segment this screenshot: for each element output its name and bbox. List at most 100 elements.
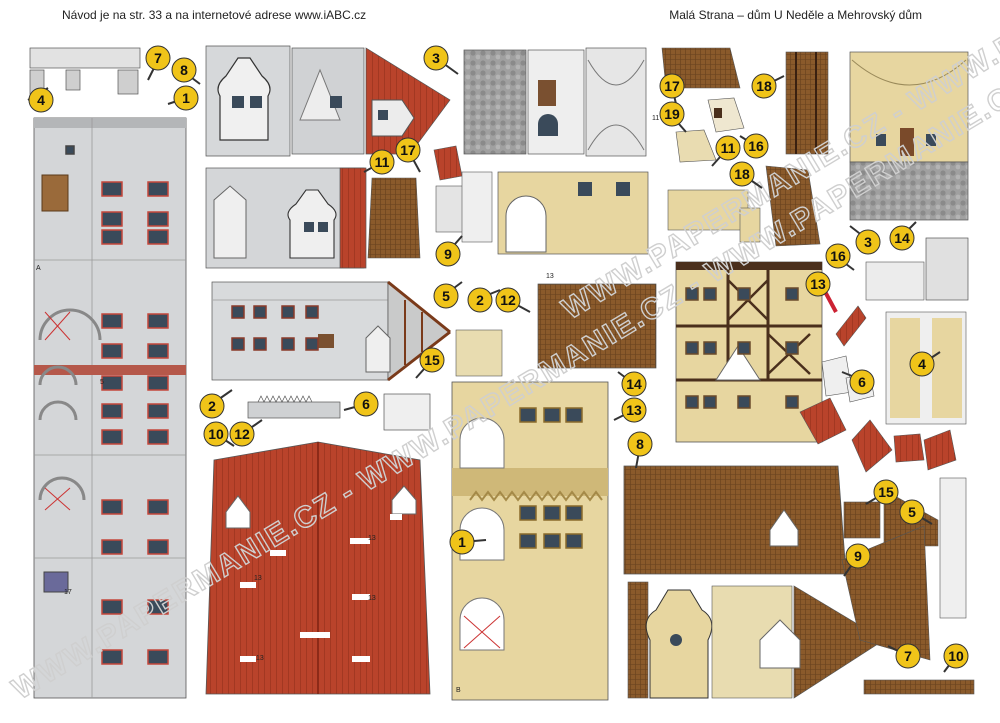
window-icon bbox=[101, 649, 123, 665]
part-label-13b: 13 bbox=[805, 271, 838, 313]
window-icon bbox=[147, 313, 169, 329]
part-label-8: 8 bbox=[171, 57, 201, 85]
part-label-1: 1 bbox=[167, 85, 199, 111]
svg-text:14: 14 bbox=[626, 376, 642, 392]
window-icon bbox=[737, 287, 751, 301]
window-icon bbox=[147, 375, 169, 391]
svg-text:2: 2 bbox=[208, 398, 216, 414]
svg-text:13: 13 bbox=[626, 402, 642, 418]
part-label-18: 18 bbox=[751, 73, 785, 99]
window-icon bbox=[785, 341, 799, 355]
svg-text:1: 1 bbox=[182, 90, 190, 106]
svg-text:17: 17 bbox=[400, 142, 416, 158]
part-label-6: 6 bbox=[343, 391, 379, 417]
window-icon bbox=[519, 533, 537, 549]
svg-text:11: 11 bbox=[721, 140, 736, 156]
part-label-19: 19 bbox=[659, 101, 687, 133]
window-icon bbox=[703, 395, 717, 409]
svg-text:16: 16 bbox=[830, 248, 846, 264]
part-label-10b: 10 bbox=[943, 643, 969, 673]
svg-text:5: 5 bbox=[908, 504, 916, 520]
window-icon bbox=[785, 287, 799, 301]
part-label-11b: 11 bbox=[711, 135, 741, 167]
svg-text:12: 12 bbox=[234, 426, 250, 442]
window-icon bbox=[543, 407, 561, 423]
svg-text:18: 18 bbox=[756, 78, 772, 94]
window-icon bbox=[101, 229, 123, 245]
part-label-10: 10 bbox=[203, 421, 235, 447]
window-icon bbox=[101, 343, 123, 359]
part-label-14: 14 bbox=[617, 371, 647, 397]
svg-text:18: 18 bbox=[734, 166, 750, 182]
part-label-12: 12 bbox=[495, 287, 531, 313]
svg-text:8: 8 bbox=[636, 436, 644, 452]
window-icon bbox=[281, 305, 295, 319]
ochre-gable-part-7 bbox=[627, 525, 975, 699]
svg-text:9: 9 bbox=[444, 246, 452, 262]
window-icon bbox=[281, 337, 295, 351]
window-icon bbox=[101, 403, 123, 419]
mark-m5: 13 bbox=[368, 535, 376, 542]
window-icon bbox=[147, 181, 169, 197]
window-icon bbox=[147, 539, 169, 555]
ochre-facade-windows bbox=[519, 407, 583, 549]
svg-text:13: 13 bbox=[810, 276, 826, 292]
svg-text:6: 6 bbox=[858, 374, 866, 390]
part-label-6b: 6 bbox=[841, 369, 875, 395]
part-label-7: 7 bbox=[145, 45, 171, 81]
window-icon bbox=[519, 407, 537, 423]
window-icon bbox=[253, 337, 267, 351]
window-icon bbox=[101, 211, 123, 227]
grey-wall-gable-2 bbox=[205, 167, 365, 269]
part-label-3b: 3 bbox=[849, 225, 881, 255]
part-label-14b: 14 bbox=[889, 221, 917, 251]
baroque-gable-part bbox=[205, 45, 291, 157]
part-label-13: 13 bbox=[613, 397, 647, 423]
window-icon bbox=[543, 505, 561, 521]
grey-facade-windows bbox=[65, 145, 169, 665]
mark-m4: 13 bbox=[254, 575, 262, 582]
window-icon bbox=[785, 395, 799, 409]
ochre-cobble-part-3 bbox=[849, 51, 969, 221]
svg-text:17: 17 bbox=[664, 78, 680, 94]
part-label-16b: 16 bbox=[825, 243, 855, 271]
red-gable-roof-2 bbox=[339, 167, 367, 269]
window-icon bbox=[101, 313, 123, 329]
part-label-15b: 15 bbox=[865, 479, 899, 505]
grey-tower-top bbox=[865, 237, 969, 301]
window-icon bbox=[737, 341, 751, 355]
window-icon bbox=[565, 505, 583, 521]
window-icon bbox=[703, 341, 717, 355]
svg-text:4: 4 bbox=[37, 92, 45, 108]
svg-text:6: 6 bbox=[362, 396, 370, 412]
window-icon bbox=[147, 211, 169, 227]
part-label-9: 9 bbox=[435, 235, 463, 267]
part-label-5: 5 bbox=[433, 281, 463, 309]
svg-text:1: 1 bbox=[458, 534, 466, 550]
cobble-wall-part-3 bbox=[463, 47, 647, 157]
small-wall-part bbox=[29, 47, 141, 95]
part-number-labels: 4 7 8 1 3 11 17 9 5 2 12 15 6 2 10 12 14… bbox=[27, 45, 969, 673]
svg-text:9: 9 bbox=[854, 548, 862, 564]
window-icon bbox=[147, 429, 169, 445]
svg-text:8: 8 bbox=[180, 62, 188, 78]
svg-text:10: 10 bbox=[208, 426, 224, 442]
part-label-4: 4 bbox=[27, 87, 54, 113]
mark-m2: 13 bbox=[546, 273, 554, 280]
part-label-17b: 17 bbox=[659, 73, 685, 105]
svg-text:3: 3 bbox=[864, 234, 872, 250]
svg-text:3: 3 bbox=[432, 50, 440, 66]
gable-grey-wall bbox=[291, 47, 365, 155]
part-label-4b: 4 bbox=[909, 351, 941, 377]
part-label-1b: 1 bbox=[449, 529, 487, 555]
mark-m1: 5 bbox=[100, 379, 104, 386]
window-icon bbox=[685, 395, 699, 409]
part-label-18b: 18 bbox=[729, 161, 763, 189]
window-icon bbox=[101, 539, 123, 555]
part-label-2: 2 bbox=[467, 287, 501, 313]
window-icon bbox=[703, 287, 717, 301]
window-icon bbox=[543, 533, 561, 549]
part-label-11: 11 bbox=[363, 149, 395, 175]
window-icon bbox=[305, 305, 319, 319]
